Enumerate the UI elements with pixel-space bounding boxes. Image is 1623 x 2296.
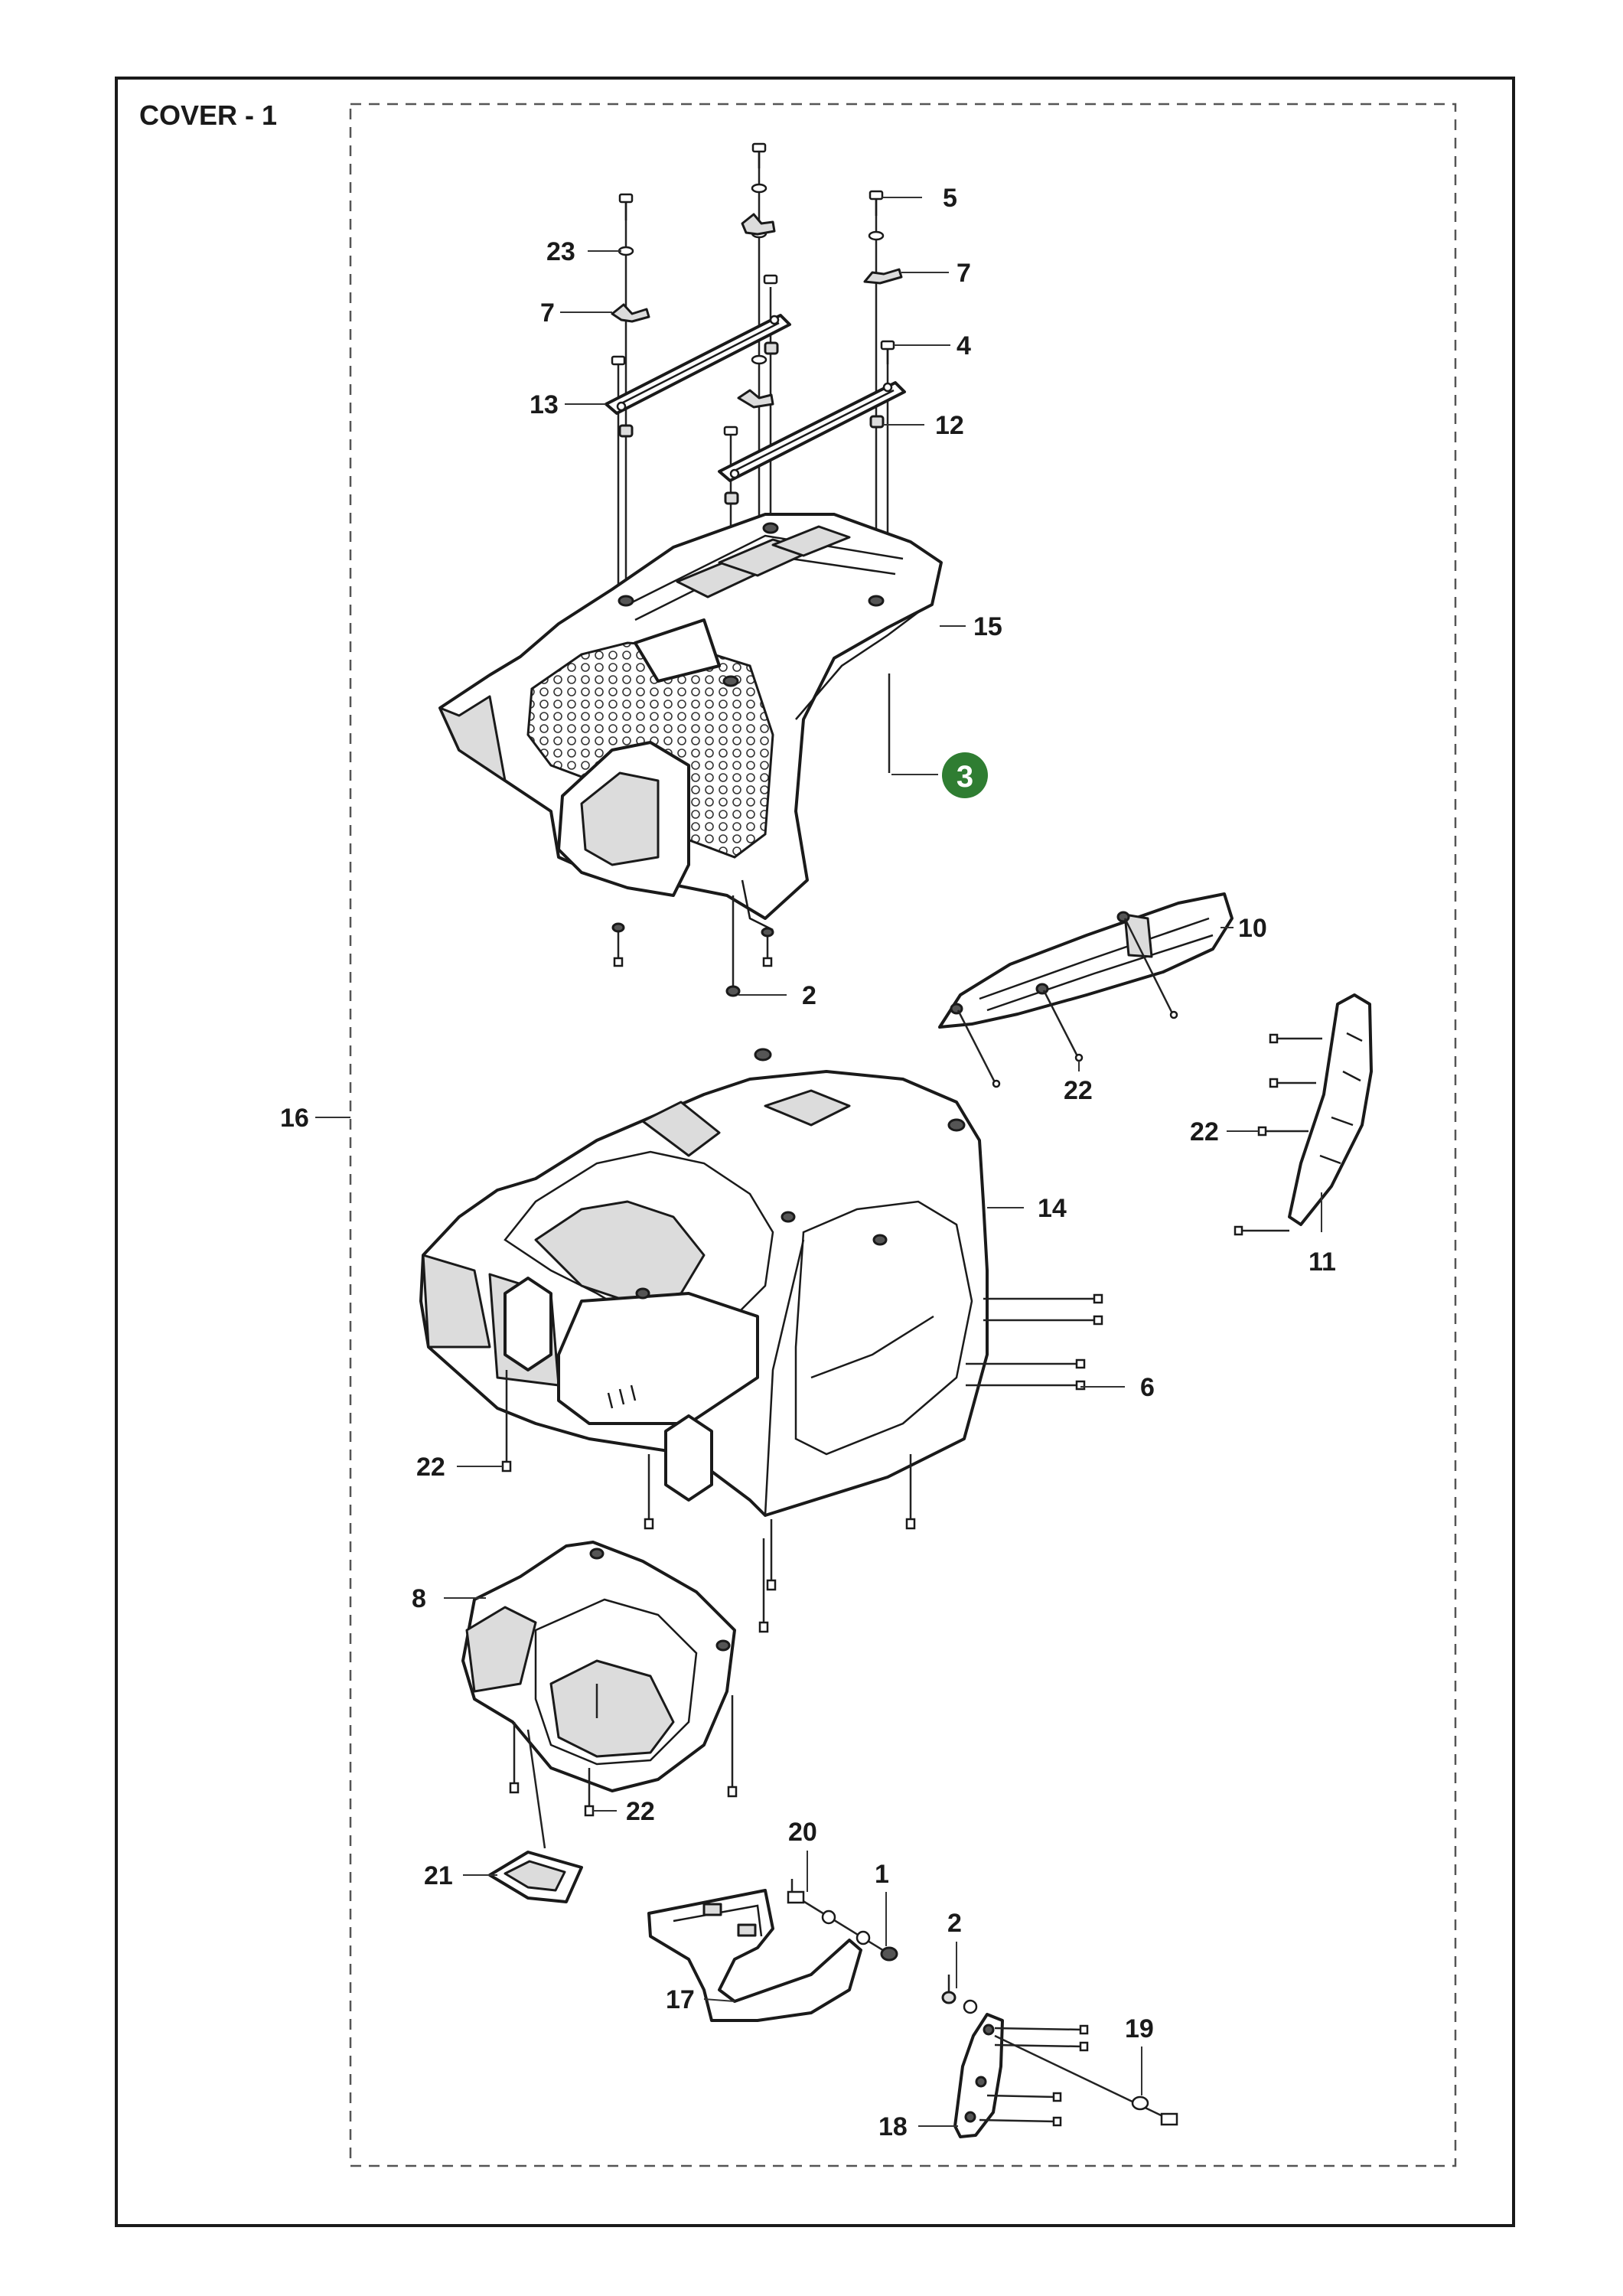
assembly-boundary (349, 103, 1457, 2167)
callout-20: 20 (788, 1818, 817, 1847)
bolt-4 (880, 340, 895, 364)
duct-cover-8 (461, 1541, 738, 1849)
callout-17: 17 (666, 1985, 695, 2014)
bar-13 (605, 314, 791, 415)
callout-21: 21 (424, 1861, 453, 1890)
callout-leaders (315, 197, 1322, 2127)
callout-5: 5 (943, 184, 957, 213)
callout-22-duct: 22 (626, 1797, 655, 1826)
page-frame (115, 77, 1515, 2227)
callout-22-side10: 22 (1064, 1076, 1093, 1105)
bracket-18 (941, 1975, 1178, 2138)
callout-12: 12 (935, 411, 964, 440)
callout-2-bottom: 2 (947, 1909, 962, 1938)
callout-7-left: 7 (540, 298, 555, 328)
callout-23: 23 (546, 237, 575, 266)
bracket-17 (647, 1889, 862, 2022)
clamp-center (741, 213, 776, 236)
callout-18: 18 (878, 2112, 908, 2141)
bolt-left-top (618, 193, 634, 220)
callout-19: 19 (1125, 2014, 1154, 2043)
callout-10: 10 (1238, 914, 1267, 943)
callout-labels: 23 7 13 5 7 4 12 15 3 2 10 22 22 16 14 1… (280, 184, 1336, 2141)
callout-4: 4 (957, 331, 971, 360)
highlight-badge-3: 3 (942, 752, 988, 798)
callout-13: 13 (530, 390, 559, 419)
diagram-title: COVER - 1 (139, 99, 277, 131)
svg-text:3: 3 (957, 760, 973, 794)
callout-8: 8 (412, 1584, 426, 1613)
callout-11: 11 (1309, 1247, 1336, 1277)
clamp-7-right (863, 268, 903, 285)
bolt-center-top (751, 142, 767, 168)
top-cover-15 (438, 513, 943, 931)
bolt-5 (869, 190, 884, 216)
clamp-7-left (611, 303, 650, 323)
callout-14: 14 (1038, 1194, 1067, 1223)
callout-7-right: 7 (957, 259, 971, 288)
callout-6: 6 (1140, 1373, 1155, 1402)
callout-2-top: 2 (802, 981, 816, 1010)
callout-1: 1 (875, 1860, 889, 1889)
top-cover-screws (611, 895, 774, 997)
callout-22-body: 22 (416, 1453, 445, 1482)
gasket-21 (488, 1851, 583, 1903)
callout-15: 15 (973, 612, 1002, 641)
side-panel-11 (1234, 993, 1373, 1236)
callout-16: 16 (280, 1104, 309, 1133)
fastener-set-20-1 (787, 1879, 898, 1962)
bar-right (718, 381, 906, 482)
main-body-14 (419, 1048, 989, 1517)
side-panel-10 (938, 892, 1234, 1088)
callout-22-side11: 22 (1190, 1117, 1219, 1146)
main-body-screws (501, 1293, 1103, 1633)
